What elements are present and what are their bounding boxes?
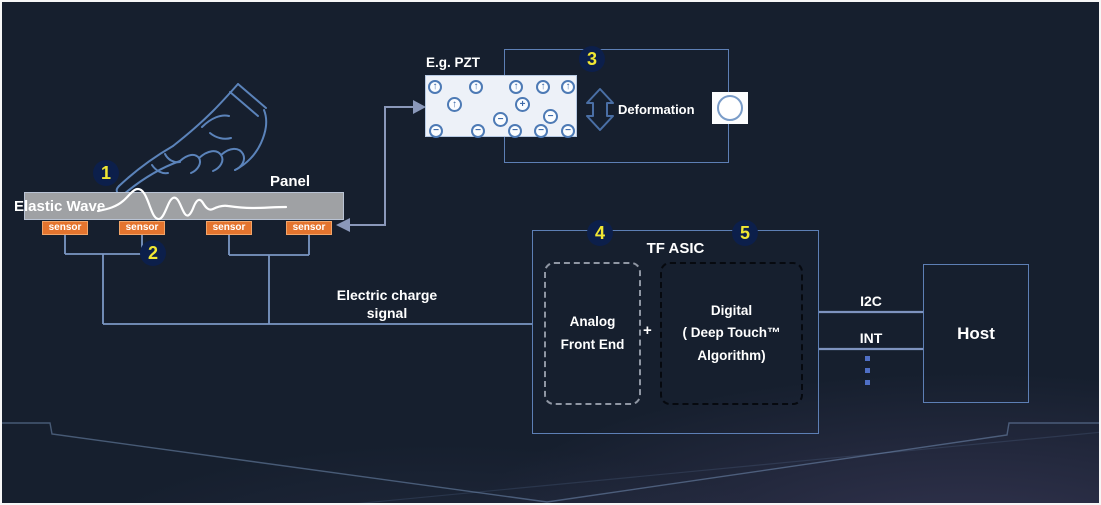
sensor-to-pzt-connector [336,100,426,232]
tf-asic-box [532,230,819,434]
deformation-label: Deformation [618,102,695,117]
dipole-icon: ↑ [509,80,523,94]
analog-label-line2: Front End [560,336,625,352]
tf-asic-title: TF ASIC [646,240,705,257]
background-perspective-lines [2,422,1099,503]
sensor-3: sensor [206,221,252,235]
electric-charge-line1: Electric charge [336,287,438,303]
negative-charge-icon: − [471,124,485,138]
sensor-wiring-lines [64,235,532,325]
sensor-4: sensor [286,221,332,235]
electric-charge-line2: signal [366,305,408,322]
negative-charge-icon: − [429,124,443,138]
analog-front-end-box: Analog Front End [544,262,641,405]
digital-deep-touch-box: Digital ( Deep Touch™ Algorithm) [660,262,803,405]
int-label: INT [859,330,883,346]
digital-label-line3: Algorithm) [697,347,766,363]
elastic-wave-label: Elastic Wave [14,198,106,215]
step-1-badge: 1 [93,160,119,186]
pzt-title: E.g. PZT [426,55,480,70]
step-4-badge: 4 [587,220,613,246]
step-2-badge: 2 [140,240,166,266]
negative-charge-icon: − [543,109,558,124]
host-box: Host [923,264,1029,403]
digital-label-line2: ( Deep Touch™ [682,325,781,341]
sensor-1: sensor [42,221,88,235]
plus-sign: + [643,322,652,339]
digital-label-line1: Digital [710,303,753,319]
dipole-icon: ↑ [561,80,575,94]
dipole-icon: ↑ [469,80,483,94]
negative-charge-icon: − [508,124,522,138]
arrowhead-left-icon [336,218,350,232]
step-3-badge: 3 [579,46,605,72]
negative-charge-icon: − [534,124,548,138]
negative-charge-icon: − [561,124,575,138]
sensor-2: sensor [119,221,165,235]
pzt-element: ↑ ↑ ↑ ↑ ↑ ↑ + − − − − − − − [425,75,577,138]
i2c-label: I2C [860,293,882,309]
deformation-arrow-icon [586,88,614,131]
dipole-icon: ↑ [428,80,442,94]
arrowhead-right-icon [413,100,426,114]
bus-lines [819,310,923,351]
ellipsis-dots-icon [865,356,870,392]
host-label: Host [957,323,995,343]
negative-charge-icon: − [493,112,508,127]
dipole-icon: ↑ [536,80,550,94]
electrode-circle-icon [712,92,748,124]
analog-label-line1: Analog [569,314,616,330]
electric-charge-signal-label: Electric charge signal [317,286,457,322]
positive-charge-icon: + [515,97,530,112]
step-5-badge: 5 [732,220,758,246]
dipole-icon: ↑ [447,97,462,112]
pointing-hand-icon [115,83,268,196]
panel-label: Panel [270,173,311,190]
